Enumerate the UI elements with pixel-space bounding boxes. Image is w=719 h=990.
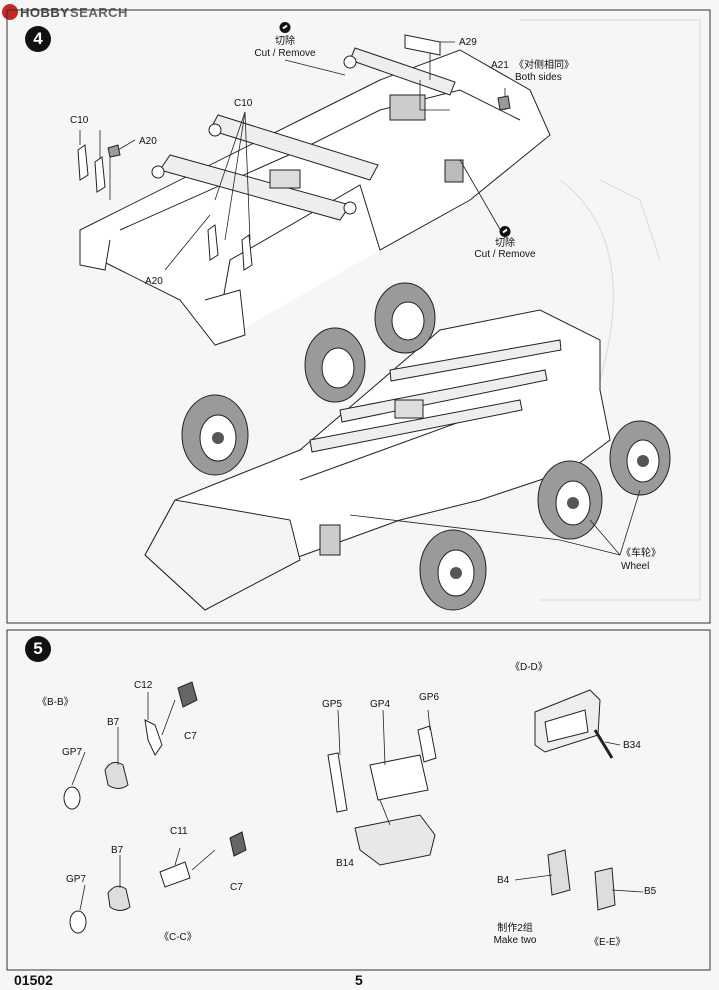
watermark-brand: HOBBY — [20, 5, 70, 20]
part-label-gp6: GP6 — [419, 692, 440, 703]
step-4-frame — [6, 9, 711, 624]
part-label-c10-center: C10 — [234, 98, 253, 109]
part-b4 — [547, 849, 571, 896]
step-4-small-parts — [77, 34, 511, 271]
part-label-a21: A21 — [491, 60, 509, 71]
step-5-frame — [6, 629, 711, 971]
part-a29 — [404, 34, 441, 56]
part-label-b14: B14 — [336, 858, 354, 869]
part-a20-upper — [107, 144, 121, 158]
part-c11 — [159, 861, 191, 888]
part-gp7-upper — [63, 786, 81, 810]
part-c10-left-a — [77, 144, 89, 181]
watermark-logo-icon — [2, 4, 18, 20]
part-label-b4: B4 — [497, 875, 510, 886]
wheels — [181, 282, 671, 611]
step-5-number: 5 — [25, 636, 51, 662]
part-label-gp7-upper: GP7 — [62, 747, 83, 758]
part-label-c7-upper: C7 — [184, 731, 197, 742]
part-label-a29: A29 — [459, 37, 477, 48]
part-label-b7-lower: B7 — [111, 845, 124, 856]
section-label-cc: 《C-C》 — [159, 932, 197, 943]
watermark-search: SEARCH — [70, 5, 128, 20]
section-label-dd: 《D-D》 — [510, 662, 548, 673]
part-gp6 — [417, 725, 437, 763]
part-label-c12: C12 — [134, 680, 153, 691]
part-gp5 — [327, 752, 348, 813]
section-label-bb: 《B-B》 — [37, 697, 74, 708]
part-b5 — [594, 867, 616, 911]
part-label-b5: B5 — [644, 886, 657, 897]
part-c10-left-b — [94, 156, 106, 193]
springs — [269, 94, 464, 189]
wheel-front-left — [181, 394, 249, 476]
kit-number: 01502 — [14, 972, 53, 988]
cut-remove-label-2: Cut / Remove — [474, 249, 536, 260]
part-c7-upper — [177, 681, 198, 708]
lower-chassis — [144, 309, 611, 611]
step-5-parts — [63, 681, 616, 934]
part-gp4 — [369, 754, 429, 801]
part-b14 — [354, 814, 436, 866]
part-a21 — [497, 95, 511, 111]
upper-chassis — [79, 47, 551, 346]
part-c10-center-b — [241, 234, 253, 271]
cut-icon-lower — [499, 226, 511, 237]
wheel-rear-right-2 — [609, 420, 671, 496]
part-label-a20-lower: A20 — [145, 276, 163, 287]
step-4-leader-lines — [79, 41, 641, 556]
part-label-gp7-lower: GP7 — [66, 874, 87, 885]
wheel-label-cn: 《车轮》 — [621, 548, 661, 559]
step-4-number: 4 — [25, 26, 51, 52]
wheel-rear-left-1 — [304, 327, 366, 403]
wheel-rear-right-1 — [537, 460, 603, 540]
part-label-c10-left: C10 — [70, 115, 89, 126]
part-c10-center-a — [207, 224, 219, 261]
cut-remove-label: Cut / Remove — [254, 48, 316, 59]
wheel-front-right — [419, 529, 487, 611]
part-c12 — [144, 719, 163, 756]
part-label-c7-lower: C7 — [230, 882, 243, 893]
both-sides-label-cn: 《对侧相同》 — [514, 60, 574, 71]
part-b7-upper — [104, 761, 129, 789]
part-label-gp4: GP4 — [370, 699, 391, 710]
part-label-b34: B34 — [623, 740, 641, 751]
section-label-ee: 《E-E》 — [589, 937, 626, 948]
part-b34 — [593, 729, 614, 759]
part-b7-lower — [107, 885, 131, 911]
part-label-gp5: GP5 — [322, 699, 343, 710]
wheel-rear-left-2 — [374, 282, 436, 354]
cut-remove-label-2-cn: 切除 — [495, 238, 515, 249]
part-gp7-lower — [69, 910, 87, 934]
part-label-c11: C11 — [170, 826, 188, 837]
wheel-label: Wheel — [621, 561, 650, 572]
step-5-leader-lines — [71, 692, 644, 911]
make-two-label: Make two — [493, 935, 537, 946]
page-number: 5 — [355, 972, 363, 988]
part-c7-lower — [229, 831, 247, 857]
both-sides-label: Both sides — [515, 72, 562, 83]
make-two-label-cn: 制作2组 — [497, 923, 533, 934]
part-label-b7-upper: B7 — [107, 717, 120, 728]
part-label-a20-upper: A20 — [139, 136, 157, 147]
cut-remove-label-cn: 切除 — [275, 36, 295, 47]
bleed-through-lines — [520, 19, 701, 601]
cut-icon — [279, 22, 291, 33]
